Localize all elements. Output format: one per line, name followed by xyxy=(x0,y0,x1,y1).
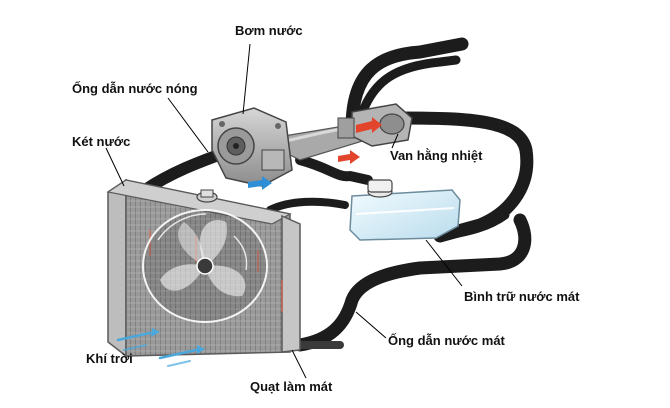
air-flow-arrow-icon xyxy=(116,328,205,367)
leader-lines xyxy=(105,43,463,379)
reservoir-icon xyxy=(349,179,461,241)
label-outside-air: Khí trời xyxy=(86,351,133,366)
leader-thermostat xyxy=(391,133,399,149)
cool-water-hose xyxy=(293,213,532,352)
pump-to-reservoir-hose xyxy=(295,155,373,185)
leader-radiator xyxy=(105,147,125,187)
hoses xyxy=(139,37,534,352)
upper-hose-inner xyxy=(355,55,461,125)
leader-hot-hose xyxy=(167,97,209,153)
leader-pump xyxy=(242,43,251,115)
water-pump-icon xyxy=(211,107,368,187)
label-radiator: Két nước xyxy=(72,134,131,149)
label-cooling-fan: Quạt làm mát xyxy=(250,379,333,394)
upper-hose-outer xyxy=(345,37,469,135)
leader-fan xyxy=(291,349,307,379)
label-hot-water-hose: Ống dẫn nước nóng xyxy=(72,81,198,96)
label-reservoir: Bình trữ nước mát xyxy=(464,289,580,304)
label-cool-water-hose: Ống dẫn nước mát xyxy=(388,333,505,348)
label-thermostat: Van hằng nhiệt xyxy=(390,148,483,163)
hot-flow-arrow-icon xyxy=(338,117,382,164)
label-water-pump: Bơm nước xyxy=(235,23,303,38)
cool-flow-arrow-icon xyxy=(248,176,272,190)
leader-cool-hose xyxy=(355,311,387,339)
reservoir-side-hose xyxy=(435,210,510,241)
small-top-hose xyxy=(266,197,349,214)
fan-icon xyxy=(142,209,268,323)
leader-reservoir xyxy=(425,239,463,287)
